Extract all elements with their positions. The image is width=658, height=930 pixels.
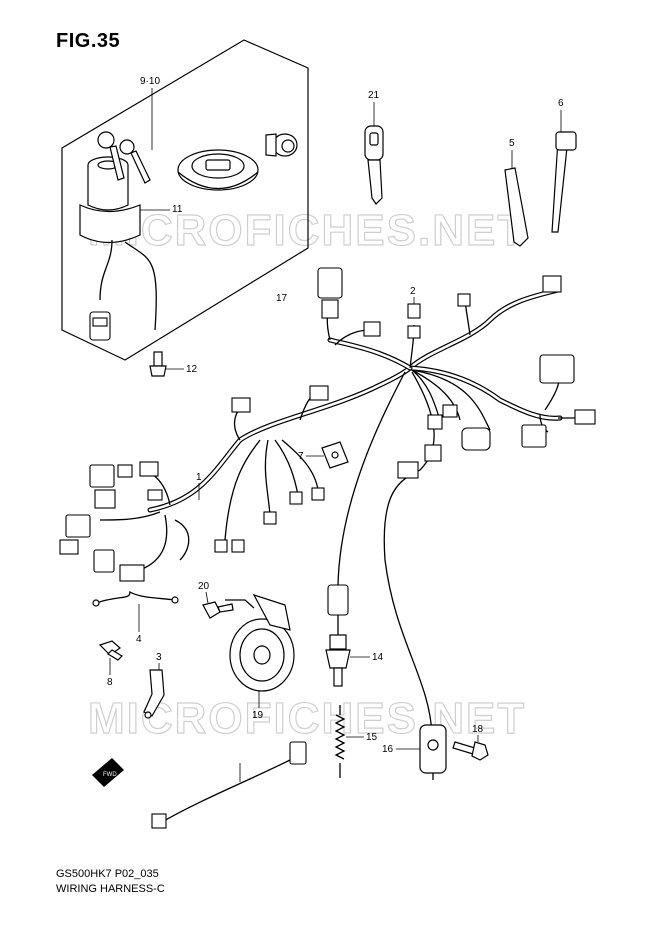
horn bbox=[225, 593, 295, 692]
ignition-key bbox=[97, 131, 151, 184]
callout-8: 8 bbox=[107, 677, 113, 688]
fwd-badge-label: FWD bbox=[103, 772, 117, 778]
clamp-3 bbox=[143, 669, 165, 719]
callout-18: 19 bbox=[252, 710, 264, 721]
lead-wire-21 bbox=[151, 741, 307, 829]
cable-band bbox=[551, 131, 577, 233]
side-stand-switch bbox=[419, 724, 447, 780]
wiring-harness bbox=[99, 287, 595, 736]
callout-20: 21 bbox=[368, 90, 380, 101]
callout-14: 15 bbox=[366, 732, 378, 743]
model-code: GS500HK7 P02_035 bbox=[56, 868, 159, 880]
clamp-7 bbox=[321, 441, 349, 469]
key-blank bbox=[364, 125, 384, 205]
bolt-19 bbox=[202, 601, 234, 619]
callout-16: 18 bbox=[472, 724, 484, 735]
callout-4: 4 bbox=[136, 634, 142, 645]
bolt-16 bbox=[452, 741, 489, 761]
callout-6: 6 bbox=[558, 98, 564, 109]
seat-lock bbox=[265, 133, 298, 157]
callout-1: 1 bbox=[196, 472, 202, 483]
ignition-switch bbox=[79, 156, 157, 341]
bolt-8 bbox=[98, 640, 123, 661]
fwd-arrow-icon: FWD bbox=[92, 758, 124, 787]
fuel-tank-cap bbox=[177, 149, 259, 191]
neutral-switch bbox=[325, 584, 351, 687]
callout-910: 9·10 bbox=[140, 76, 160, 87]
lead-wire-4 bbox=[92, 590, 179, 607]
watermark-top: MICROFICHES.NET bbox=[88, 206, 526, 255]
callout-11: 11 bbox=[172, 204, 183, 215]
figure-name: WIRING HARNESS-C bbox=[56, 883, 165, 895]
bolt-12 bbox=[149, 351, 167, 377]
figure-title: FIG.35 bbox=[56, 30, 121, 52]
callout-15: 16 bbox=[382, 744, 394, 755]
callout-19: 20 bbox=[198, 581, 210, 592]
harness-connectors bbox=[59, 267, 596, 582]
callout-17: 17 bbox=[276, 293, 288, 304]
callout-2: 2 bbox=[410, 286, 416, 297]
callout-5: 5 bbox=[509, 138, 515, 149]
callout-12: 12 bbox=[186, 364, 198, 375]
callouts: 9·10 11 12 21 5 6 17 2 1 7 20 4 8 3 14 1… bbox=[107, 76, 564, 782]
spring bbox=[334, 705, 346, 778]
ignition-switch-set-box bbox=[61, 39, 309, 361]
callout-7: 7 bbox=[298, 451, 304, 462]
callout-13: 14 bbox=[372, 652, 384, 663]
callout-3: 3 bbox=[156, 652, 162, 663]
clamp bbox=[504, 167, 529, 247]
